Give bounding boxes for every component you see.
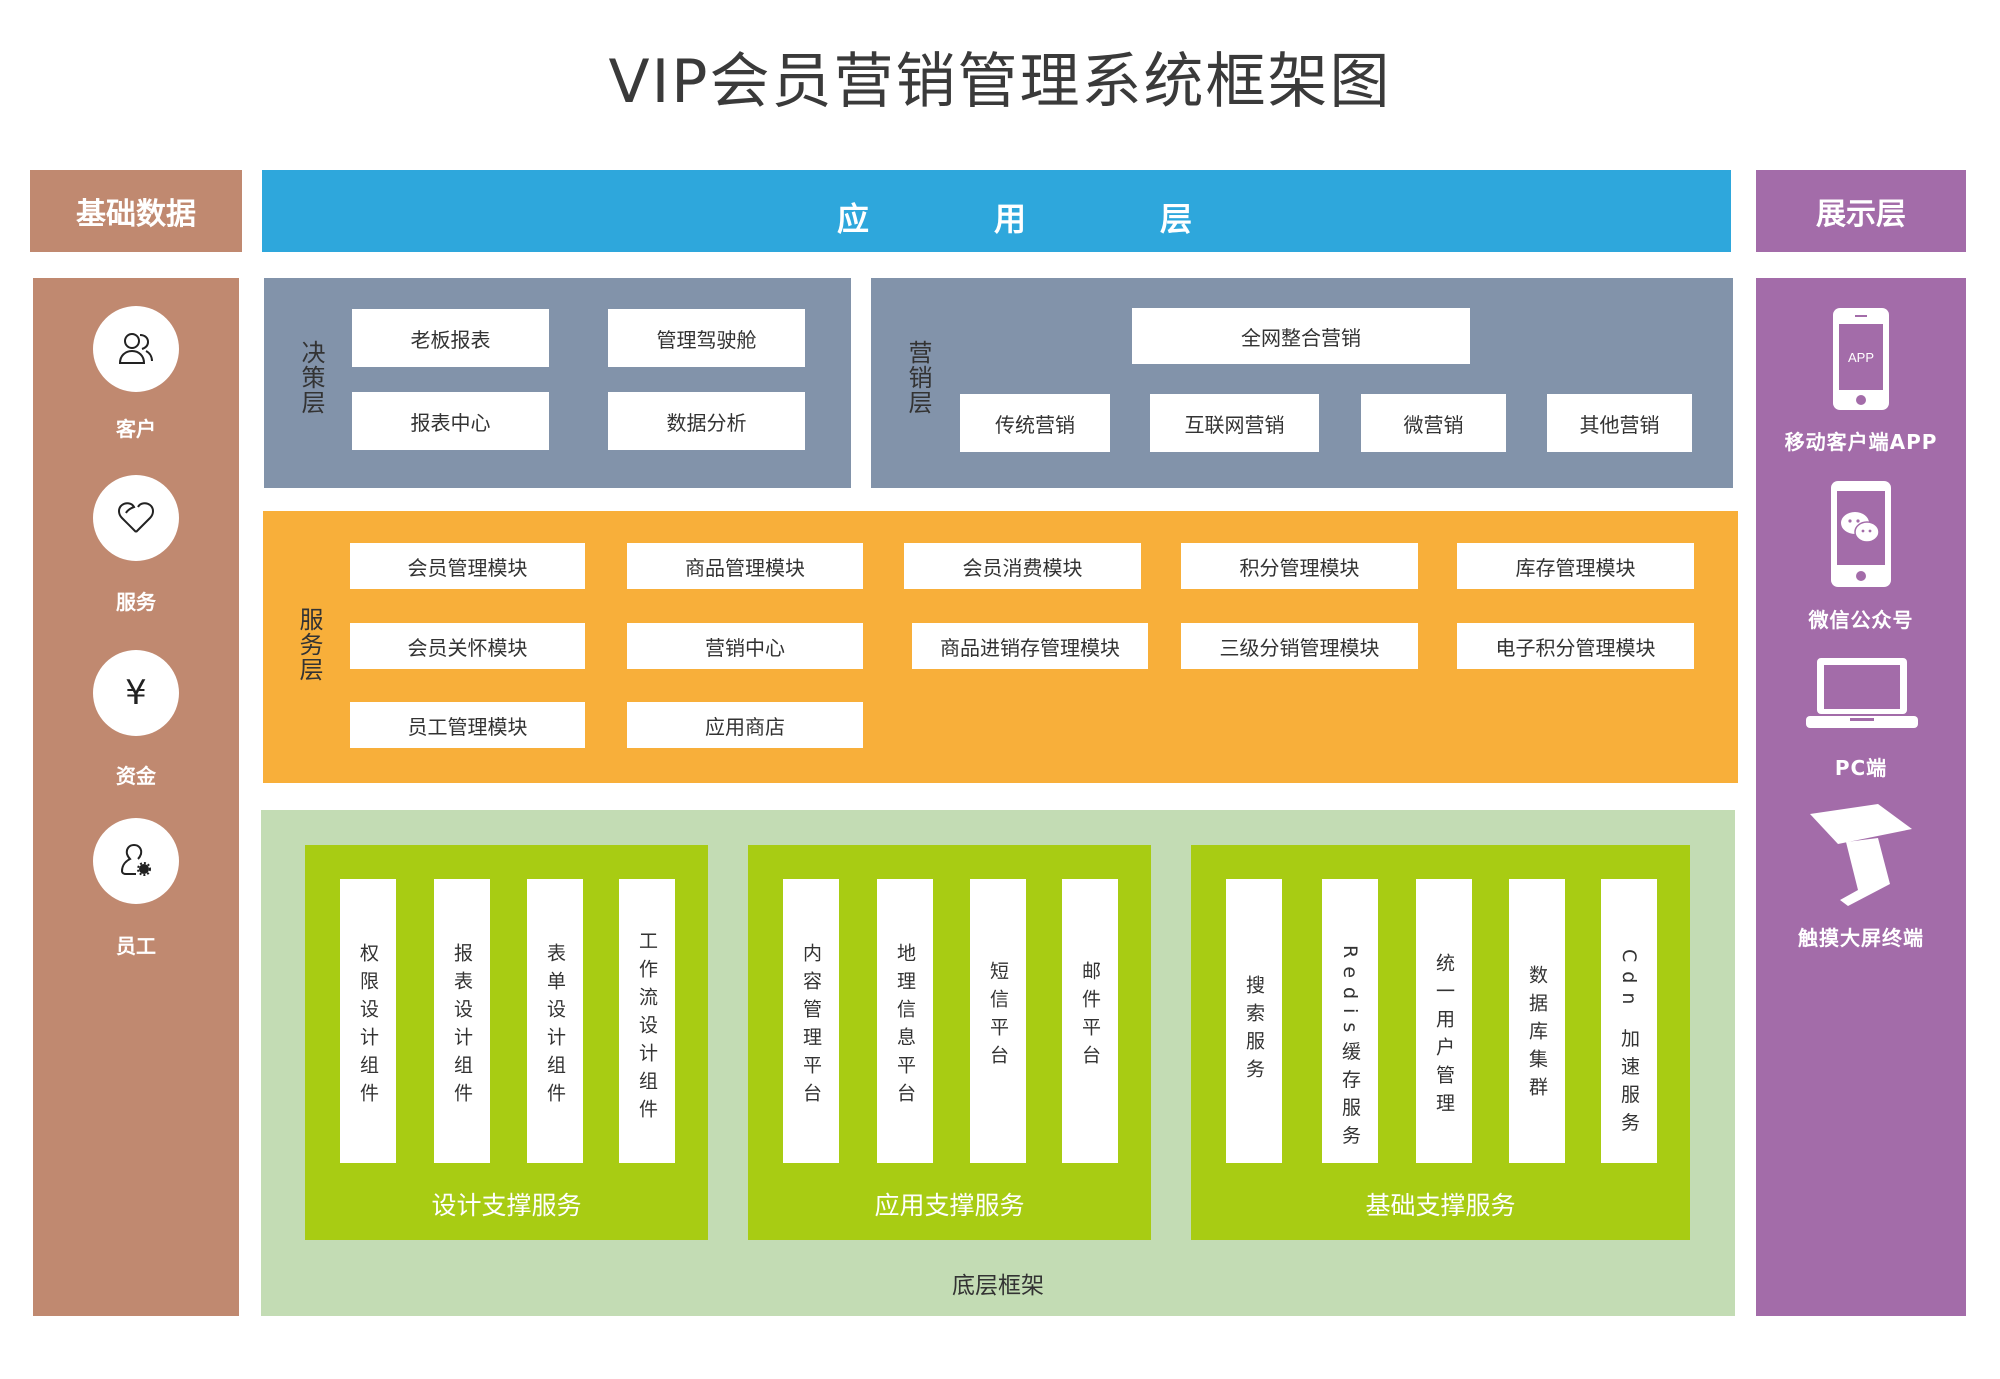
framework-item: Cdn 加速服务	[1601, 879, 1657, 1163]
base-item-customer	[93, 306, 179, 392]
service-module: 商品管理模块	[627, 543, 863, 589]
base-label: 员工	[116, 934, 156, 958]
display-layer-column: APP 移动客户端APP 微信公众号 PC端 触摸大屏终端	[1756, 278, 1966, 1316]
service-module: 库存管理模块	[1457, 543, 1694, 589]
framework-item: 地理信息平台	[877, 879, 933, 1163]
user-gear-icon	[120, 844, 151, 876]
service-module: 三级分销管理模块	[1181, 623, 1418, 669]
base-item-service	[93, 475, 179, 561]
marketing-item: 其他营销	[1547, 394, 1692, 452]
base-item-staff	[93, 818, 179, 904]
base-framework-panel: 权限设计组件 报表设计组件 表单设计组件 工作流设计组件 设计支撑服务 内容管理…	[261, 810, 1735, 1316]
infra-support-group: 搜索服务 Redis缓存服务 统一用户管理 数据库集群 Cdn 加速服务 基础支…	[1191, 845, 1690, 1240]
marketing-top-item: 全网整合营销	[1132, 308, 1470, 364]
marketing-item: 传统营销	[960, 394, 1110, 452]
base-framework-label: 底层框架	[952, 1273, 1044, 1299]
framework-item: 权限设计组件	[340, 879, 396, 1163]
marketing-layer-panel: 营销层 全网整合营销 传统营销 互联网营销 微营销 其他营销	[871, 278, 1733, 488]
header-app-char: 用	[994, 200, 1027, 238]
decision-item: 数据分析	[608, 392, 805, 450]
header-app-layer: 应 用 层	[262, 170, 1731, 252]
decision-item: 报表中心	[352, 392, 549, 450]
service-layer-panel: 服务层 会员管理模块 商品管理模块 会员消费模块 积分管理模块 库存管理模块 会…	[263, 511, 1738, 783]
decision-layer-panel: 决策层 老板报表 管理驾驶舱 报表中心 数据分析	[264, 278, 851, 488]
users-icon	[118, 333, 153, 364]
app-icon-text: APP	[1848, 350, 1874, 365]
framework-item: 搜索服务	[1226, 879, 1282, 1163]
marketing-item: 微营销	[1361, 394, 1506, 452]
service-module: 积分管理模块	[1181, 543, 1418, 589]
decision-item: 老板报表	[352, 309, 549, 367]
service-module: 应用商店	[627, 702, 863, 748]
header-display-layer: 展示层	[1756, 170, 1966, 252]
marketing-item: 互联网营销	[1150, 394, 1319, 452]
service-module: 营销中心	[627, 623, 863, 669]
touch-kiosk-icon	[1810, 804, 1912, 906]
display-label: 触摸大屏终端	[1798, 926, 1924, 950]
service-module: 员工管理模块	[350, 702, 585, 748]
display-label: 移动客户端APP	[1784, 430, 1938, 454]
base-label: 资金	[116, 764, 156, 788]
app-support-group: 内容管理平台 地理信息平台 短信平台 邮件平台 应用支撑服务	[748, 845, 1151, 1240]
framework-item: 表单设计组件	[527, 879, 583, 1163]
framework-item: 数据库集群	[1509, 879, 1565, 1163]
framework-item: 短信平台	[970, 879, 1026, 1163]
framework-item: 报表设计组件	[434, 879, 490, 1163]
wechat-phone-icon	[1831, 481, 1891, 587]
display-label: 微信公众号	[1808, 608, 1914, 632]
group-label: 设计支撑服务	[431, 1191, 582, 1220]
yen-icon: ¥	[125, 673, 147, 713]
base-label: 服务	[116, 590, 156, 614]
service-module: 商品进销存管理模块	[912, 623, 1148, 669]
service-module: 会员关怀模块	[350, 623, 585, 669]
service-module: 会员管理模块	[350, 543, 585, 589]
group-label: 应用支撑服务	[874, 1191, 1025, 1220]
header-app-char: 应	[837, 200, 870, 238]
service-module: 电子积分管理模块	[1457, 623, 1694, 669]
display-label: PC端	[1834, 756, 1888, 780]
header-base-data: 基础数据	[30, 170, 242, 252]
framework-item: 统一用户管理	[1416, 879, 1472, 1163]
base-label: 客户	[116, 417, 156, 441]
laptop-icon	[1806, 658, 1918, 728]
decision-item: 管理驾驶舱	[608, 309, 805, 367]
group-label: 基础支撑服务	[1365, 1191, 1516, 1220]
page-title: VIP会员营销管理系统框架图	[608, 47, 1392, 117]
decision-layer-label: 决策层	[297, 340, 325, 415]
service-layer-label: 服务层	[295, 607, 323, 682]
marketing-layer-label: 营销层	[904, 340, 932, 415]
header-app-char: 层	[1160, 200, 1193, 238]
framework-item: 内容管理平台	[783, 879, 839, 1163]
base-data-column: 客户 服务 ¥ 资金 员工	[33, 278, 239, 1316]
framework-item: 工作流设计组件	[619, 879, 675, 1163]
heart-icon	[118, 502, 154, 533]
design-support-group: 权限设计组件 报表设计组件 表单设计组件 工作流设计组件 设计支撑服务	[305, 845, 708, 1240]
mobile-app-icon: APP	[1833, 308, 1889, 410]
base-item-funds: ¥	[93, 650, 179, 736]
service-module: 会员消费模块	[904, 543, 1141, 589]
framework-item: Redis缓存服务	[1322, 879, 1378, 1163]
framework-item: 邮件平台	[1062, 879, 1118, 1163]
